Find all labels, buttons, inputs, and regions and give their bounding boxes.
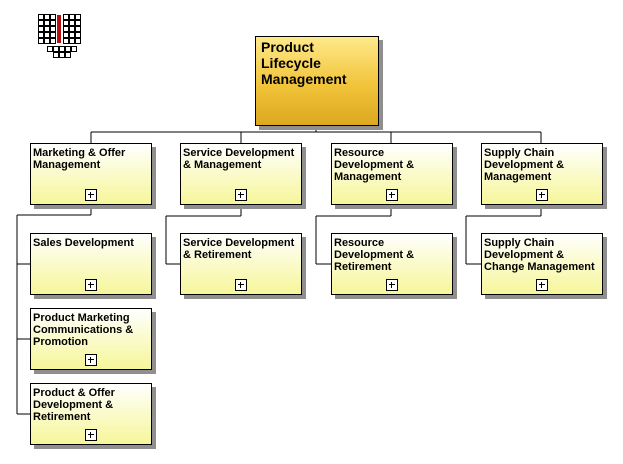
root-node-label: Product Lifecycle Management bbox=[261, 39, 347, 87]
expand-icon[interactable] bbox=[85, 279, 97, 291]
expand-icon[interactable] bbox=[536, 189, 548, 201]
expand-icon[interactable] bbox=[386, 189, 398, 201]
child-node-service-development-retirement[interactable]: Service Development & Retirement bbox=[180, 233, 302, 295]
group-node-marketing-offer-management[interactable]: Marketing & Offer Management bbox=[30, 143, 152, 205]
group-node-label: Supply Chain Development & Management bbox=[484, 147, 565, 183]
expand-icon[interactable] bbox=[386, 279, 398, 291]
expand-icon[interactable] bbox=[85, 429, 97, 441]
expand-icon[interactable] bbox=[85, 189, 97, 201]
group-node-service-development-management[interactable]: Service Development & Management bbox=[180, 143, 302, 205]
group-node-label: Resource Development & Management bbox=[334, 147, 415, 183]
logo-grid-icon bbox=[38, 14, 81, 58]
child-node-sales-development[interactable]: Sales Development bbox=[30, 233, 152, 295]
expand-icon[interactable] bbox=[85, 354, 97, 366]
group-node-supply-chain-development-management[interactable]: Supply Chain Development & Management bbox=[481, 143, 603, 205]
expand-icon[interactable] bbox=[235, 279, 247, 291]
child-node-label: Service Development & Retirement bbox=[183, 237, 295, 261]
child-node-product-offer-development-retirement[interactable]: Product & Offer Development & Retirement bbox=[30, 383, 152, 445]
child-node-supply-chain-development-change-management[interactable]: Supply Chain Development & Change Manage… bbox=[481, 233, 603, 295]
expand-icon[interactable] bbox=[235, 189, 247, 201]
group-node-resource-development-management[interactable]: Resource Development & Management bbox=[331, 143, 453, 205]
group-node-label: Service Development & Management bbox=[183, 147, 295, 171]
child-node-label: Sales Development bbox=[33, 237, 134, 249]
expand-icon[interactable] bbox=[536, 279, 548, 291]
child-node-label: Resource Development & Retirement bbox=[334, 237, 415, 273]
root-node[interactable]: Product Lifecycle Management bbox=[255, 36, 379, 126]
child-node-product-marketing-communications-promotion[interactable]: Product Marketing Communications & Promo… bbox=[30, 308, 152, 370]
child-node-resource-development-retirement[interactable]: Resource Development & Retirement bbox=[331, 233, 453, 295]
child-node-label: Product Marketing Communications & Promo… bbox=[33, 312, 134, 348]
group-node-label: Marketing & Offer Management bbox=[33, 147, 126, 171]
child-node-label: Supply Chain Development & Change Manage… bbox=[484, 237, 595, 273]
child-node-label: Product & Offer Development & Retirement bbox=[33, 387, 115, 423]
